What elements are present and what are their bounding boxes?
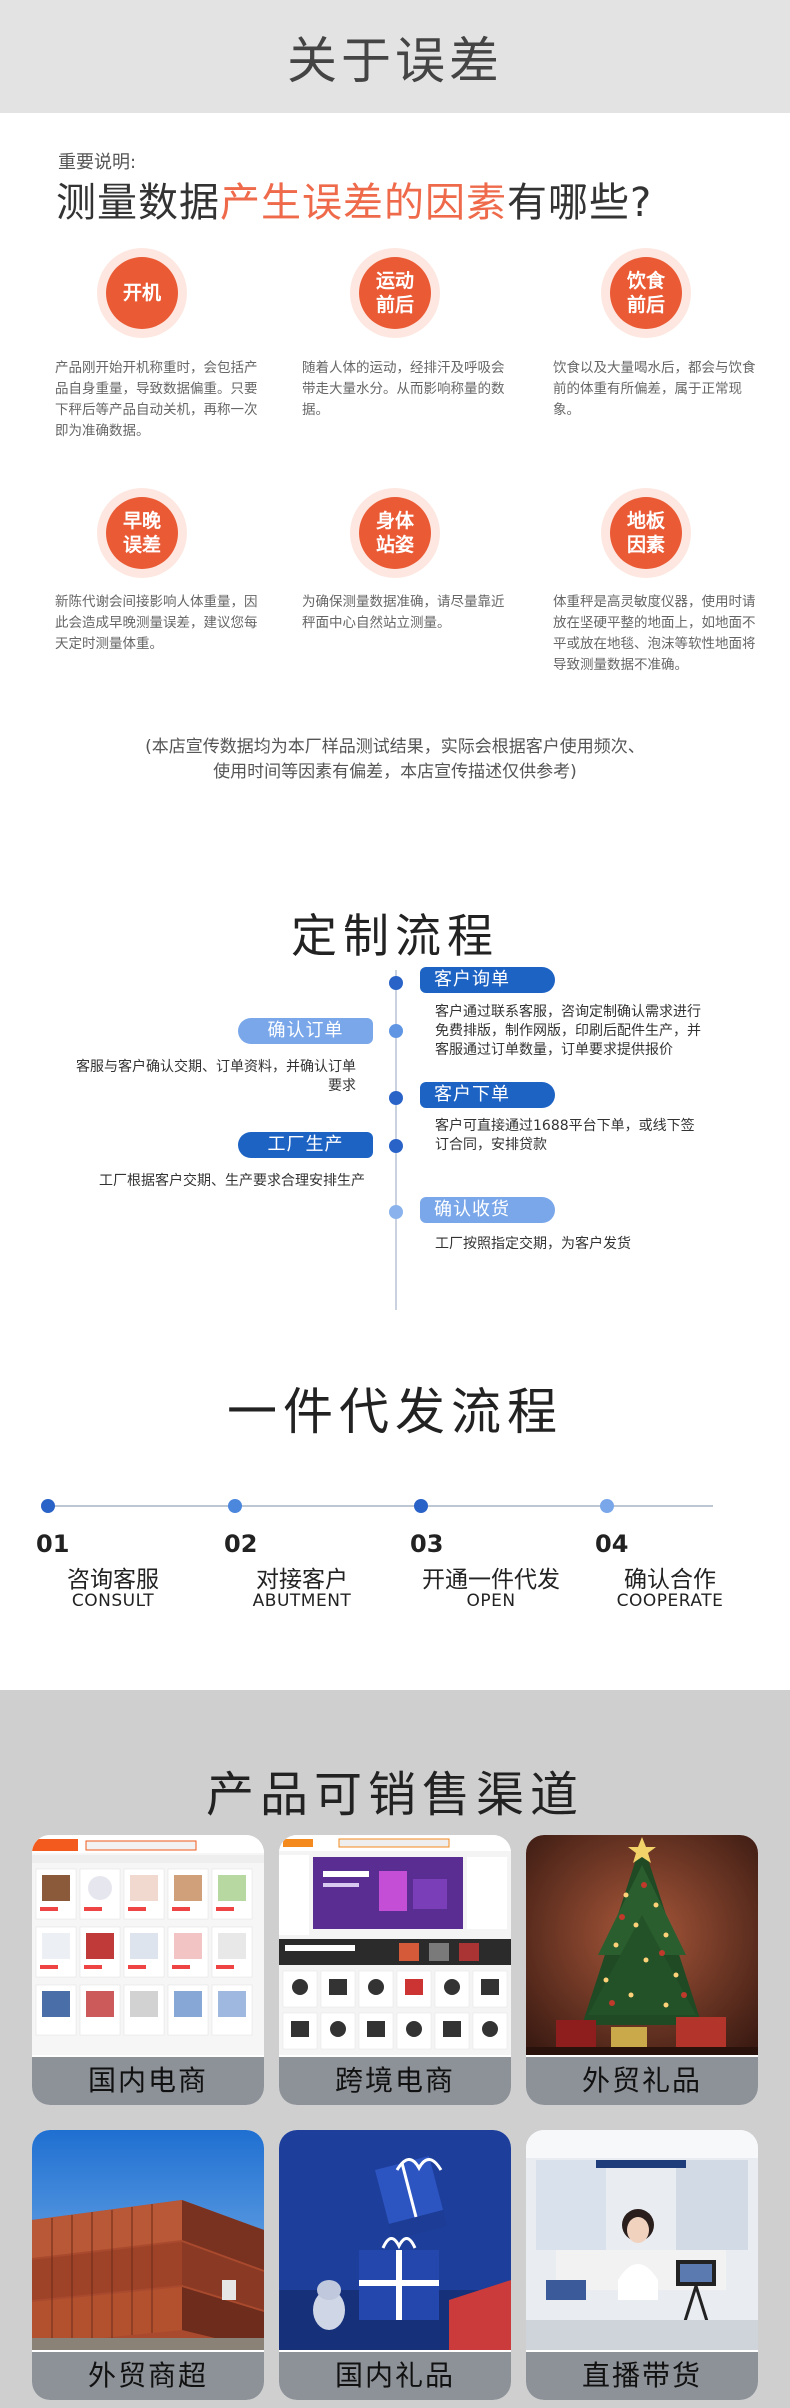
disclaimer-line: 使用时间等因素有偏差，本店宣传描述仅供参考): [213, 762, 577, 782]
step-desc: 客户通过联系客服，咨询定制确认需求进行免费排版，制作网版，印刷后配件生产，并客服…: [435, 1004, 701, 1058]
sales-channels-section: 产品可销售渠道: [0, 1690, 790, 2408]
step-customer-inquiry: 客户询单: [420, 967, 555, 993]
headline-highlight: 产生误差的因素: [220, 180, 507, 226]
step-desc: 客户可直接通过1688平台下单，或线下签订合同，安排贷款: [435, 1118, 695, 1153]
factor-badge: 开机: [97, 248, 187, 338]
step-desc: 工厂根据客户交期、生产要求合理安排生产: [99, 1173, 365, 1189]
factor-desc: 产品刚开始开机称重时，会包括产品自身重量，导致数据偏重。只要下秤后等产品自动关机…: [55, 360, 258, 439]
sales-channels-title: 产品可销售渠道: [205, 1767, 584, 1823]
step-subtitle: OPEN: [466, 1591, 516, 1611]
factor-badge-label: 身体站姿: [359, 497, 431, 569]
gift-box-image: [279, 2130, 511, 2350]
step-confirm-receipt: 确认收货: [420, 1197, 555, 1223]
step-number: 04: [595, 1530, 629, 1558]
timeline-dot: [389, 1091, 403, 1105]
step-factory-production: 工厂生产: [238, 1132, 373, 1158]
disclaimer-note: (本店宣传数据均为本厂样品测试结果，实际会根据客户使用频次、 使用时间等因素有偏…: [0, 735, 790, 785]
factor-badge-label: 饮食前后: [610, 257, 682, 329]
factor-desc: 新陈代谢会间接影响人体重量，因此会造成早晚测量误差，建议您每天定时测量体重。: [55, 594, 258, 652]
channel-label: 外贸商超: [32, 2352, 264, 2400]
factor-desc: 为确保测量数据准确，请尽量靠近秤面中心自然站立测量。: [302, 594, 505, 631]
disclaimer-line: (本店宣传数据均为本厂样品测试结果，实际会根据客户使用频次、: [145, 737, 645, 757]
about-error-title: 关于误差: [287, 31, 503, 90]
timeline-dot: [228, 1499, 242, 1513]
about-error-header: 关于误差: [0, 0, 790, 113]
factor-badge-label: 早晚误差: [106, 497, 178, 569]
step-desc: 客服与客户确认交期、订单资料，并确认订单要求: [76, 1059, 356, 1094]
channel-label: 国内电商: [32, 2057, 264, 2105]
step-confirm-order: 确认订单: [238, 1018, 373, 1044]
channel-label: 国内礼品: [279, 2352, 511, 2400]
horizontal-timeline: [48, 1505, 713, 1507]
factor-desc: 随着人体的运动，经排汗及呼吸会带走大量水分。从而影响称量的数据。: [302, 360, 505, 418]
factor-desc: 饮食以及大量喝水后，都会与饮食前的体重有所偏差，属于正常现象。: [553, 360, 756, 418]
timeline-dot: [414, 1499, 428, 1513]
timeline-dot: [41, 1499, 55, 1513]
custom-process-section: 定制流程 客户询单 客户通过联系客服，咨询定制确认需求进行免费排版，制作网版，印…: [0, 860, 790, 1360]
channel-card-foreign-trade-gifts[interactable]: 外贸礼品: [526, 1835, 758, 2105]
timeline-dot: [600, 1499, 614, 1513]
factor-badge: 地板因素: [601, 488, 691, 578]
factors-headline: 测量数据产生误差的因素有哪些?: [56, 170, 652, 228]
factor-badge: 身体站姿: [350, 488, 440, 578]
livestream-studio-image: [526, 2130, 758, 2350]
headline-post: 有哪些?: [507, 180, 653, 226]
custom-process-title: 定制流程: [291, 909, 499, 963]
step-number: 03: [410, 1530, 444, 1558]
step-title: 对接客户: [256, 1567, 348, 1593]
step-number: 02: [224, 1530, 258, 1558]
timeline-dot: [389, 1024, 403, 1038]
channel-card-domestic-ecommerce[interactable]: 国内电商: [32, 1835, 264, 2105]
shipping-containers-image: [32, 2130, 264, 2350]
channel-label: 直播带货: [526, 2352, 758, 2400]
factor-desc: 体重秤是高灵敏度仪器，使用时请放在坚硬平整的地面上，如地面不平或放在地毯、泡沫等…: [553, 594, 756, 673]
factor-badge-label: 运动前后: [359, 257, 431, 329]
domestic-ecommerce-image: [32, 1835, 264, 2055]
step-customer-order: 客户下单: [420, 1082, 555, 1108]
factor-badge-label: 开机: [106, 257, 178, 329]
factor-badge: 早晚误差: [97, 488, 187, 578]
christmas-tree-image: [526, 1835, 758, 2055]
channel-card-cross-border-ecommerce[interactable]: 跨境电商: [279, 1835, 511, 2105]
channel-card-livestream[interactable]: 直播带货: [526, 2130, 758, 2400]
channel-card-domestic-gifts[interactable]: 国内礼品: [279, 2130, 511, 2400]
factor-badge: 饮食前后: [601, 248, 691, 338]
timeline-dot: [389, 1139, 403, 1153]
cross-border-ecommerce-image: [279, 1835, 511, 2055]
step-subtitle: ABUTMENT: [252, 1591, 352, 1611]
important-label: 重要说明:: [58, 152, 137, 173]
channel-card-foreign-trade-supermarket[interactable]: 外贸商超: [32, 2130, 264, 2400]
error-factors-section: 重要说明: 测量数据产生误差的因素有哪些? 开机 产品刚开始开机称重时，会包括产…: [0, 113, 790, 860]
dropship-process-title: 一件代发流程: [227, 1383, 563, 1441]
factor-badge: 运动前后: [350, 248, 440, 338]
dropship-process-section: 一件代发流程 01 02 03 04 咨询客服 对接客户 开通一件代发 确认合作…: [0, 1360, 790, 1690]
step-desc: 工厂按照指定交期，为客户发货: [435, 1236, 631, 1252]
headline-pre: 测量数据: [56, 180, 220, 226]
step-subtitle: COOPERATE: [616, 1591, 724, 1611]
timeline-dot: [389, 976, 403, 990]
step-title: 开通一件代发: [422, 1567, 560, 1593]
channel-label: 跨境电商: [279, 2057, 511, 2105]
step-title: 咨询客服: [67, 1567, 159, 1593]
timeline-dot: [389, 1205, 403, 1219]
step-title: 确认合作: [624, 1567, 716, 1593]
step-subtitle: CONSULT: [71, 1591, 155, 1611]
factor-badge-label: 地板因素: [610, 497, 682, 569]
step-number: 01: [36, 1530, 70, 1558]
channel-label: 外贸礼品: [526, 2057, 758, 2105]
